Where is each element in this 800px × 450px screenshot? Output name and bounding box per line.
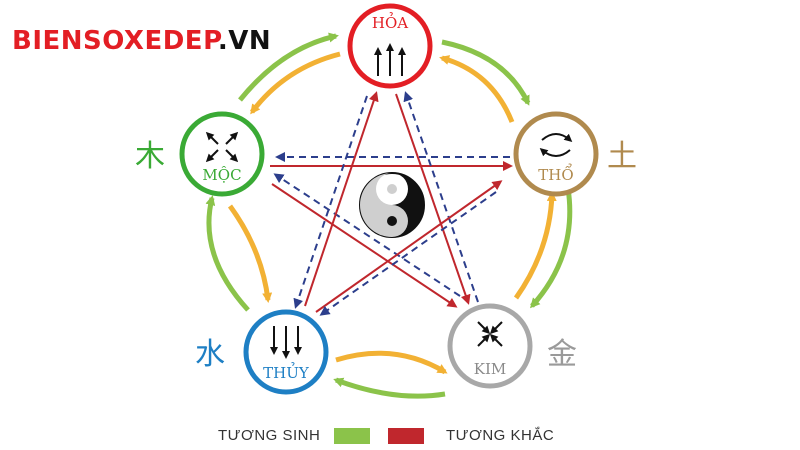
node-tho: THỔ	[513, 111, 599, 197]
hanzi-moc: 木	[135, 139, 165, 174]
node-kim: KIM	[447, 303, 533, 389]
node-hoa-label: HỎA	[372, 12, 408, 32]
arrows-down-icon	[270, 326, 302, 359]
node-hoa: HỎA	[347, 3, 433, 89]
node-thuy: THỦY	[243, 309, 329, 395]
node-moc-label: MỘC	[202, 166, 241, 184]
brand-logo: BIENSOXEDEP.VN	[12, 26, 271, 56]
node-kim-label: KIM	[474, 360, 507, 378]
cycle-arrows-icon	[539, 133, 573, 157]
legend-sinh-swatch	[334, 428, 370, 444]
line-hoa-to-kim	[395, 93, 471, 305]
yin-yang-icon	[359, 172, 425, 238]
arrow-tho-to-kim	[529, 187, 573, 309]
line-moc-to-kim	[271, 183, 458, 308]
hanzi-kim: 金	[547, 337, 577, 372]
arrows-outward-icon	[205, 131, 239, 163]
line-thuy-to-hoa	[304, 91, 379, 307]
line-kim-to-moc-dashed	[273, 173, 461, 297]
legend-sinh-label: TƯƠNG SINH	[218, 427, 320, 444]
arrow-hoa-to-moc	[250, 51, 341, 115]
arrow-thuy-to-kim	[335, 350, 448, 375]
arrows-up-icon	[374, 43, 406, 76]
arrow-kim-to-tho	[513, 191, 557, 300]
line-kim-to-hoa-dashed	[403, 91, 479, 303]
brand-name: BIENSOXEDEP	[12, 26, 218, 56]
arrow-moc-to-hoa	[238, 32, 339, 102]
node-moc: MỘC	[179, 111, 265, 197]
hanzi-thuy: 水	[195, 337, 225, 372]
node-thuy-label: THỦY	[263, 362, 310, 382]
arrow-hoa-to-tho	[441, 39, 531, 106]
legend-khac-label: TƯƠNG KHẮC	[446, 426, 554, 444]
controlling-star-lines	[270, 91, 513, 316]
legend: TƯƠNG SINH TƯƠNG KHẮC	[218, 426, 554, 444]
arrows-inward-icon	[477, 321, 503, 347]
line-hoa-to-thuy-dashed	[293, 95, 368, 309]
legend-khac-swatch	[388, 428, 424, 444]
generating-cycle-arrows	[205, 32, 573, 399]
hanzi-tho: 土	[607, 139, 637, 174]
brand-tld: .VN	[217, 26, 272, 56]
node-tho-label: THỔ	[538, 163, 573, 184]
arrow-thuy-to-moc	[205, 195, 250, 312]
line-thuy-to-tho	[315, 180, 503, 313]
arrow-tho-to-hoa	[439, 55, 515, 123]
arrow-kim-to-thuy	[333, 377, 446, 399]
arrow-moc-to-thuy	[227, 204, 273, 303]
